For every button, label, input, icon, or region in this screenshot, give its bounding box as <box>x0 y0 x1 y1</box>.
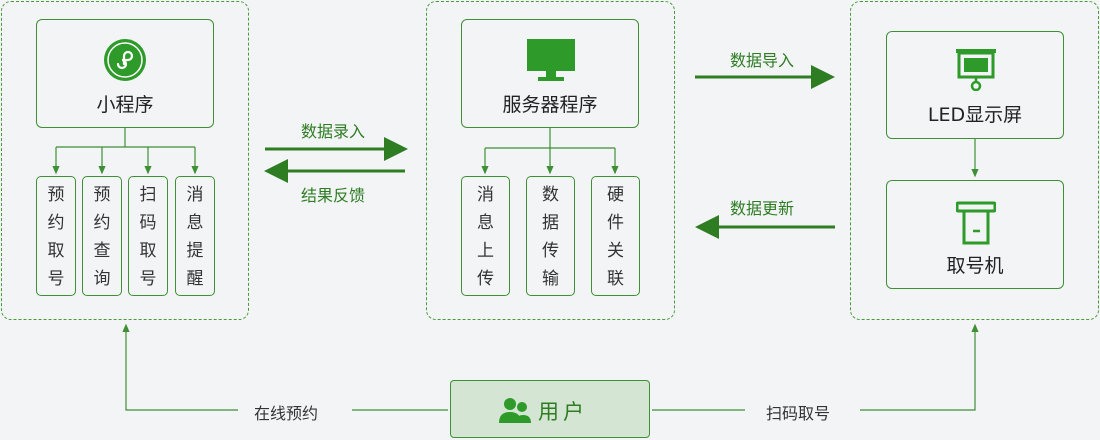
mini-function-reminder[interactable]: 消 息 提 醒 <box>175 176 215 296</box>
mini-program-node[interactable]: 小程序 <box>36 19 214 128</box>
mini-function-label: 预 约 查 询 <box>93 185 111 289</box>
mini-function-label: 消 息 提 醒 <box>186 185 204 289</box>
ticket-machine-label: 取号机 <box>946 255 1004 277</box>
data-update-label: 数据更新 <box>730 199 795 218</box>
server-function-label: 消 息 上 传 <box>477 185 494 289</box>
server-function-label: 数 据 传 输 <box>542 185 559 289</box>
server-function-upload[interactable]: 消 息 上 传 <box>461 176 510 296</box>
user-label: 用户 <box>538 400 588 424</box>
server-branch-lines <box>481 128 619 175</box>
hardware-group <box>850 1 1099 320</box>
mini-function-booking[interactable]: 预 约 取 号 <box>36 176 76 296</box>
data-entry-label: 数据录入 <box>301 122 366 141</box>
mini-function-scan[interactable]: 扫 码 取 号 <box>128 176 168 296</box>
server-group <box>426 1 675 320</box>
mini-function-label: 预 约 取 号 <box>47 185 65 289</box>
ticket-machine-node[interactable]: 取号机 <box>886 180 1064 289</box>
mini-program-icon <box>104 39 146 81</box>
online-booking-label: 在线预约 <box>254 404 319 423</box>
scan-ticket-label: 扫码取号 <box>766 404 831 423</box>
server-function-label: 硬 件 关 联 <box>607 185 624 289</box>
led-label: LED显示屏 <box>927 104 1023 126</box>
server-node[interactable]: 服务器程序 <box>461 19 639 128</box>
ticket-machine-icon <box>956 201 996 245</box>
mini-branch-lines <box>52 128 199 175</box>
users-icon <box>499 398 531 423</box>
online-booking-line <box>122 323 448 411</box>
mini-program-label: 小程序 <box>96 94 154 116</box>
server-label: 服务器程序 <box>502 94 598 116</box>
feedback-label: 结果反馈 <box>301 186 366 205</box>
mini-function-label: 扫 码 取 号 <box>139 185 157 289</box>
mini-program-group <box>1 1 249 320</box>
user-node[interactable]: 用户 <box>450 380 650 438</box>
led-screen-icon <box>956 49 996 91</box>
server-function-hardware[interactable]: 硬 件 关 联 <box>591 176 640 296</box>
mini-function-query[interactable]: 预 约 查 询 <box>82 176 122 296</box>
server-function-transfer[interactable]: 数 据 传 输 <box>526 176 575 296</box>
monitor-icon <box>527 39 575 81</box>
data-import-label: 数据导入 <box>730 51 795 70</box>
led-node[interactable]: LED显示屏 <box>886 31 1064 139</box>
scan-ticket-line <box>652 323 979 411</box>
